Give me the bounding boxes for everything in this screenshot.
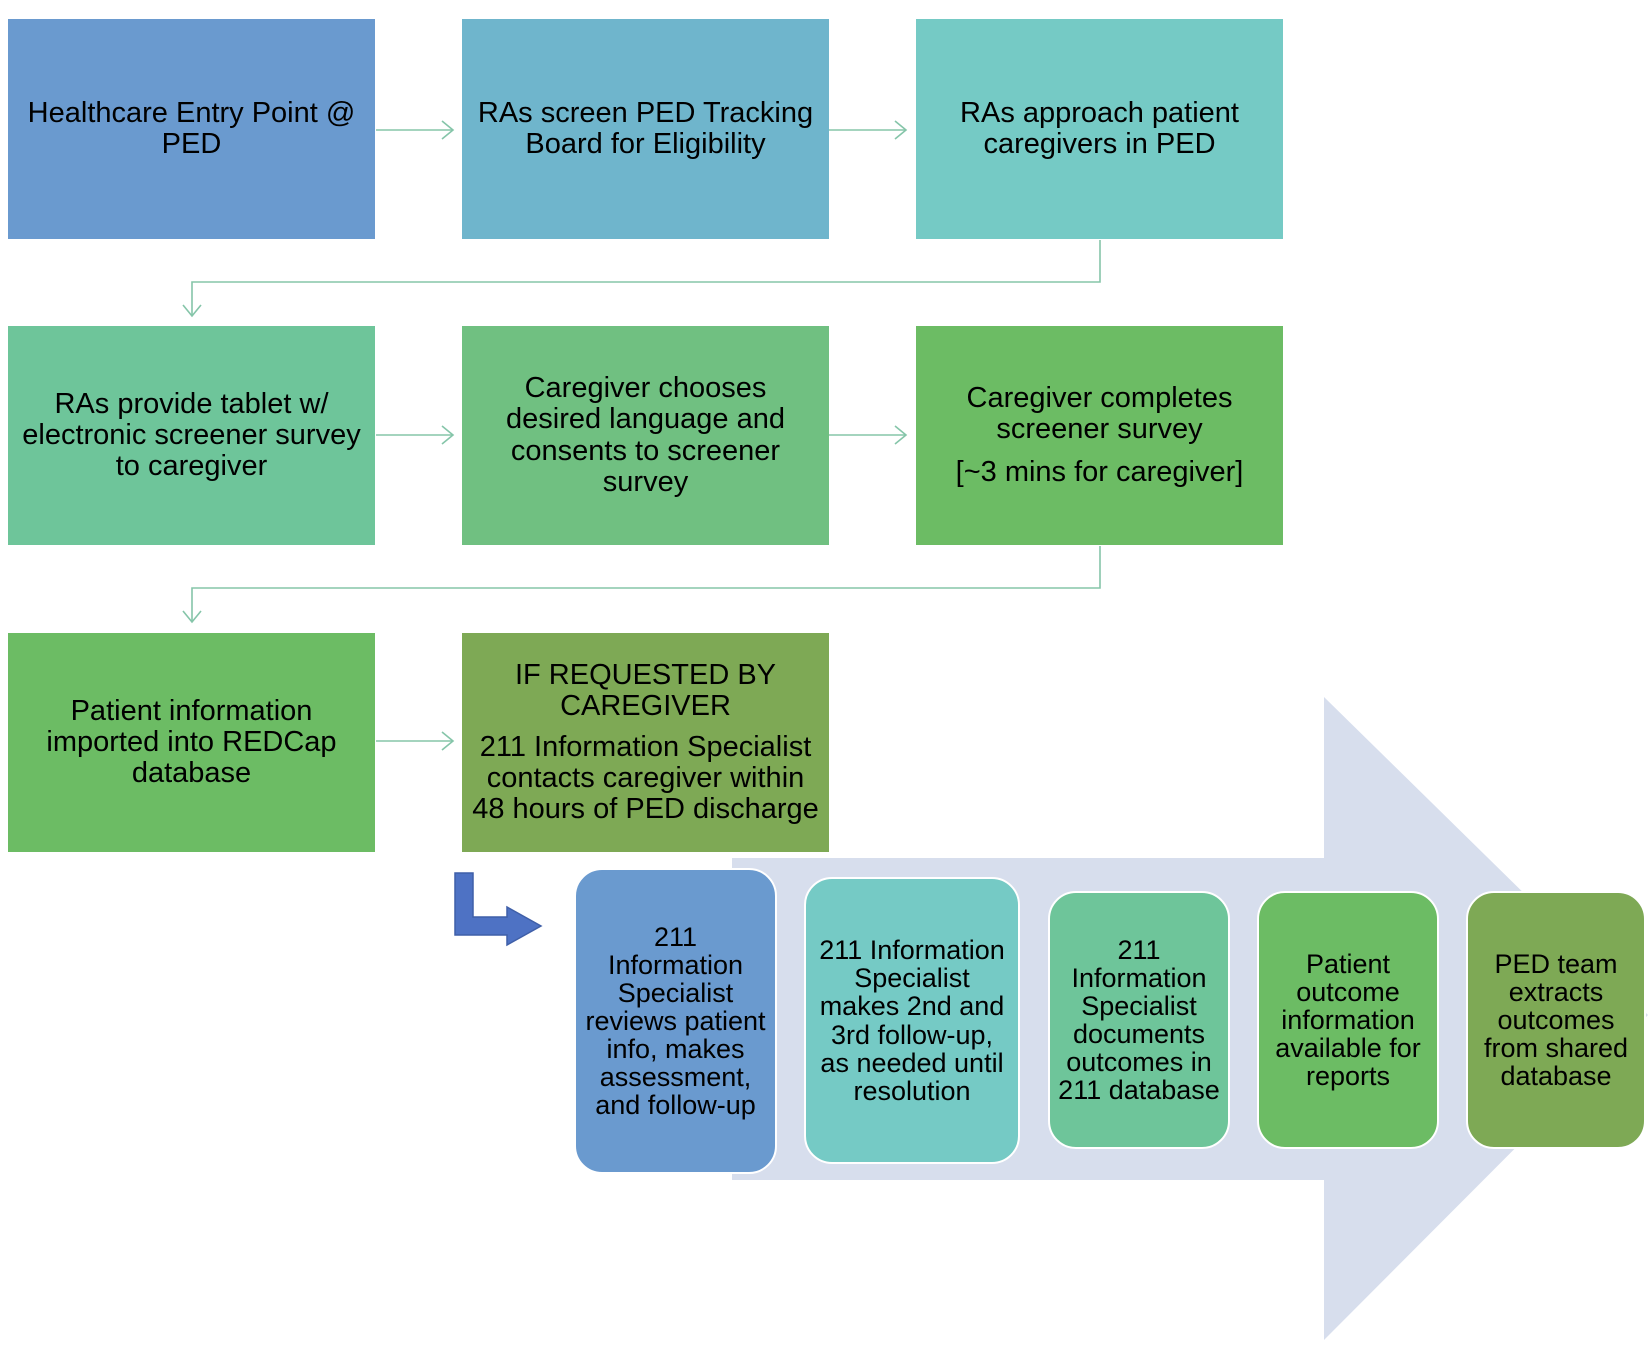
step-text: Caregiver chooses desired language and c… <box>506 372 785 498</box>
step-text: RAs screen PED Tracking Board for Eligib… <box>477 96 814 160</box>
process-step-document: 211 Information Specialist documents out… <box>1048 891 1230 1149</box>
step-subtext: [~3 mins for caregiver] <box>955 456 1244 488</box>
process-step-text: PED team extracts outcomes from shared d… <box>1483 948 1629 1092</box>
process-step-text: 211 Information Specialist documents out… <box>1058 934 1220 1106</box>
step-text: RAs provide tablet w/ electronic screene… <box>22 387 361 482</box>
step-healthcare-entry: Healthcare Entry Point @ PED <box>8 19 375 239</box>
arrowhead-elbow-1 <box>182 304 202 318</box>
process-step-text: 211 Information Specialist makes 2nd and… <box>819 935 1005 1106</box>
step-subtext: 211 Information Specialist contacts care… <box>472 730 819 826</box>
elbow-connector-1 <box>191 240 1101 315</box>
process-step-text: Patient outcome information available fo… <box>1275 948 1421 1092</box>
elbow-connector-2 <box>191 546 1101 621</box>
process-step-extract-outcomes: PED team extracts outcomes from shared d… <box>1466 891 1646 1149</box>
step-text: Caregiver completes screener survey <box>966 381 1233 445</box>
arrowhead-r3-1 <box>441 731 455 751</box>
arrowhead-r1-1 <box>441 120 455 140</box>
step-if-requested: IF REQUESTED BY CAREGIVER 211 Informatio… <box>462 633 829 852</box>
process-step-text: 211 Information Specialist reviews patie… <box>585 921 766 1121</box>
arrowhead-elbow-2 <box>182 610 202 624</box>
step-approach-caregivers: RAs approach patient caregivers in PED <box>916 19 1283 239</box>
step-text: RAs approach patient caregivers in PED <box>960 96 1239 160</box>
step-complete-survey: Caregiver completes screener survey [~3 … <box>916 326 1283 545</box>
step-text: Patient information imported into REDCap… <box>46 694 337 789</box>
process-step-follow-up: 211 Information Specialist makes 2nd and… <box>804 877 1020 1164</box>
step-text: Healthcare Entry Point @ PED <box>27 96 356 160</box>
arrowhead-r1-2 <box>894 120 908 140</box>
step-import-redcap: Patient information imported into REDCap… <box>8 633 375 852</box>
arrowhead-r2-2 <box>894 425 908 445</box>
step-provide-tablet: RAs provide tablet w/ electronic screene… <box>8 326 375 545</box>
step-heading: IF REQUESTED BY CAREGIVER <box>514 658 777 722</box>
step-screen-tracking-board: RAs screen PED Tracking Board for Eligib… <box>462 19 829 239</box>
process-step-review: 211 Information Specialist reviews patie… <box>574 868 777 1174</box>
process-step-outcome-reports: Patient outcome information available fo… <box>1257 891 1439 1149</box>
step-choose-language: Caregiver chooses desired language and c… <box>462 326 829 545</box>
bent-arrow-icon <box>454 872 543 947</box>
arrowhead-r2-1 <box>441 425 455 445</box>
